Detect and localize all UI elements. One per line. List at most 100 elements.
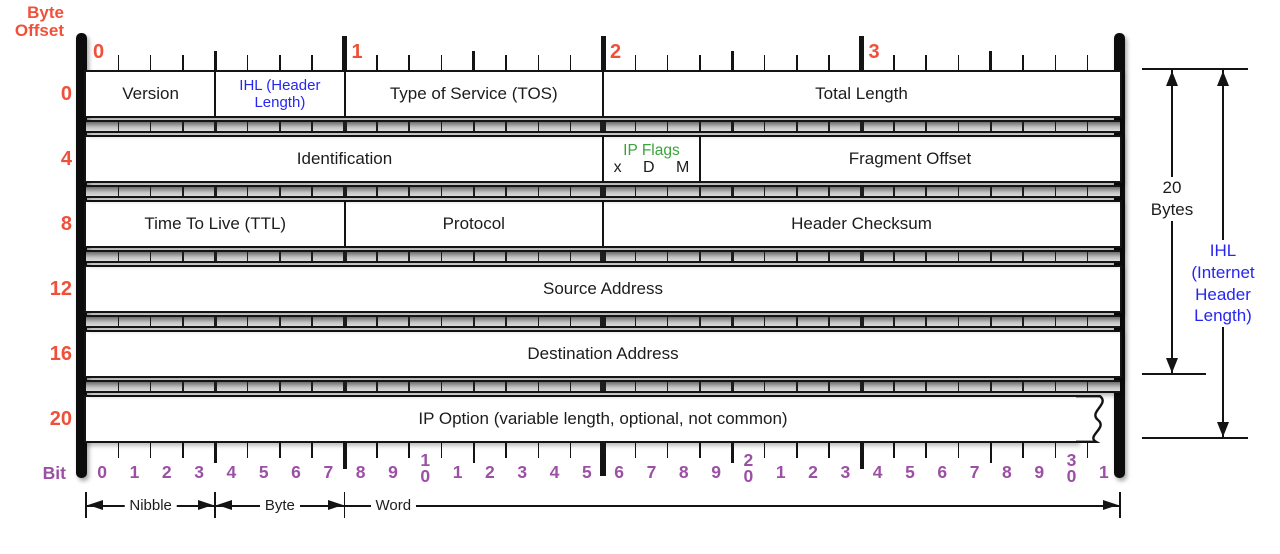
band-divider [763,252,766,261]
band-divider [1022,252,1024,261]
torn-edge [1076,395,1104,443]
byte-boundary-tick [859,36,864,70]
band-divider [925,252,927,261]
bit-number: 1 [1098,462,1109,482]
band-divider [149,122,152,131]
cell-divider [602,137,604,181]
flag-bit-letter: D [643,158,655,176]
byte-offset-number: 0 [93,41,105,63]
bit-tick [279,441,281,458]
band-divider [796,252,798,261]
bit-number: 6 [291,462,301,482]
annotation-mid-line [1142,372,1206,375]
band-divider [182,252,184,261]
band-divider [279,122,281,131]
band-divider [472,317,475,326]
band-divider [763,187,766,196]
band-divider [246,382,249,391]
band-divider [1086,382,1089,391]
band-divider [440,122,443,131]
band-divider [279,382,281,391]
bit-number: 1 [775,462,786,482]
bit-tick [117,441,120,458]
band-divider [989,252,992,261]
band-divider [1086,187,1089,196]
band-divider [117,317,120,326]
row-separator-band [86,185,1120,198]
bit-tick [279,55,281,70]
band-divider [569,252,572,261]
bit-tick [957,441,960,458]
bit-tick [311,55,313,70]
band-divider [859,317,864,326]
row-separator-band [86,250,1120,263]
band-divider [699,187,701,196]
band-divider [634,317,637,326]
band-divider [117,187,120,196]
bit-number: 1 [129,462,140,482]
band-divider [214,122,217,131]
band-divider [957,252,960,261]
band-divider [731,187,734,196]
band-divider [472,382,475,391]
flag-bit-letter: M [675,158,690,176]
band-divider [569,187,572,196]
band-divider [376,317,378,326]
bit-tick [796,441,798,458]
band-divider [859,252,864,261]
twenty-bytes-arrow [1171,70,1174,374]
bit-tick [537,441,540,458]
byte-offset-number: 1 [351,41,363,63]
bit-tick [925,55,927,70]
band-divider [699,122,701,131]
band-divider [149,382,152,391]
cell-divider [698,137,701,181]
bit-number: 4 [549,462,560,482]
band-divider [376,382,378,391]
twenty-bytes-label: 20 Bytes [1134,177,1210,221]
band-divider [893,252,895,261]
field-cell: Source Address [542,279,663,299]
bit-number: 2 [161,462,172,482]
band-divider [1054,122,1057,131]
band-divider [1022,317,1024,326]
band-divider [1086,317,1089,326]
nibble-tick [989,441,992,463]
band-divider [182,382,184,391]
byte-boundary-tick [342,441,347,469]
scale-terminator [85,492,87,518]
band-divider [828,252,830,261]
nibble-tick [472,441,475,463]
band-divider [763,122,766,131]
bit-tick [569,55,572,70]
field-cell: Header Checksum [791,214,932,234]
byte-offset-number: 3 [868,41,880,63]
bit-number: 3 [194,462,204,482]
band-divider [182,122,184,131]
cell-divider [602,72,604,116]
byte-boundary-tick [600,36,606,70]
cell-divider [602,202,604,246]
band-divider [279,317,281,326]
band-divider [731,122,734,131]
bit-tick [634,55,637,70]
band-divider [505,122,507,131]
bit-tick [763,441,766,458]
band-divider [149,187,152,196]
annotation-top-line [1142,68,1248,71]
flag-bit-letter: x [613,158,622,176]
field-cell: IHL (Header Length) [239,76,321,111]
bit-tick [828,55,830,70]
bit-tick [1086,55,1089,70]
bit-number: 1 0 [420,450,431,487]
cell-divider [214,72,217,116]
bit-tick [408,55,410,70]
band-divider [1022,187,1024,196]
band-divider [408,382,410,391]
band-divider [1022,382,1024,391]
band-divider [957,382,960,391]
bit-number: 5 [905,462,915,482]
